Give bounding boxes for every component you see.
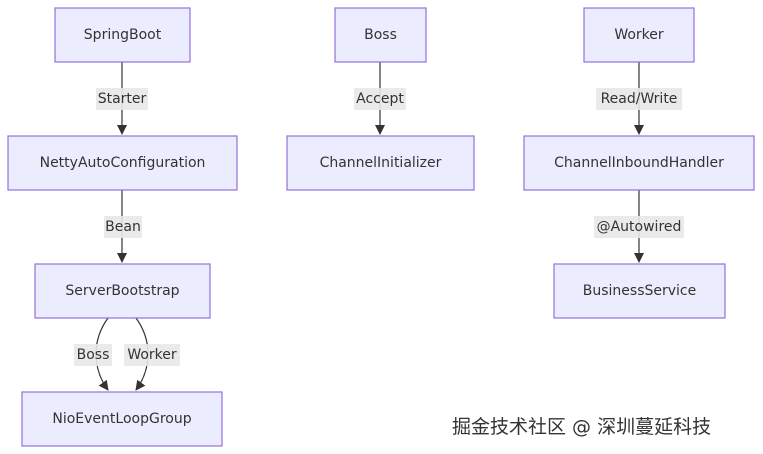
node-boss: Boss bbox=[334, 7, 427, 63]
edge-label-bean: Bean bbox=[104, 216, 142, 238]
watermark: 掘金技术社区 @ 深圳蔓延科技 bbox=[452, 416, 712, 438]
node-nio-event-loop-group-label: NioEventLoopGroup bbox=[52, 411, 191, 427]
edge-label-autowired: @Autowired bbox=[594, 216, 684, 238]
node-worker-label: Worker bbox=[614, 27, 664, 43]
node-boss-label: Boss bbox=[364, 27, 397, 43]
edge-label-accept: Accept bbox=[354, 88, 406, 110]
edge-label-read-write: Read/Write bbox=[596, 88, 682, 110]
node-worker: Worker bbox=[583, 7, 695, 63]
node-channel-initializer-label: ChannelInitializer bbox=[320, 155, 442, 171]
node-channel-inbound-handler: ChannelInboundHandler bbox=[523, 135, 755, 191]
node-channel-initializer: ChannelInitializer bbox=[286, 135, 475, 191]
node-business-service-label: BusinessService bbox=[583, 283, 696, 299]
edge-label-starter: Starter bbox=[96, 88, 148, 110]
node-server-bootstrap-label: ServerBootstrap bbox=[65, 283, 179, 299]
edge-label-worker-group: Worker bbox=[124, 344, 180, 366]
node-netty-auto-configuration: NettyAutoConfiguration bbox=[7, 135, 238, 191]
edges bbox=[95, 62, 644, 391]
node-netty-auto-configuration-label: NettyAutoConfiguration bbox=[40, 155, 206, 171]
edge-label-worker-group-text: Worker bbox=[127, 347, 177, 363]
edge-label-read-write-text: Read/Write bbox=[601, 91, 678, 107]
node-nio-event-loop-group: NioEventLoopGroup bbox=[21, 391, 223, 447]
edge-label-autowired-text: @Autowired bbox=[597, 219, 682, 235]
node-server-bootstrap: ServerBootstrap bbox=[34, 263, 211, 319]
edge-label-accept-text: Accept bbox=[356, 91, 404, 107]
edge-label-bean-text: Bean bbox=[105, 219, 141, 235]
nodes: SpringBoot NettyAutoConfiguration Server… bbox=[7, 7, 755, 447]
edge-label-boss-group-text: Boss bbox=[77, 347, 110, 363]
node-channel-inbound-handler-label: ChannelInboundHandler bbox=[554, 155, 724, 171]
node-business-service: BusinessService bbox=[553, 263, 726, 319]
edge-labels: Starter Bean Boss Worker Accept Read/Wri… bbox=[74, 88, 684, 366]
edge-label-boss-group: Boss bbox=[74, 344, 112, 366]
edge-label-starter-text: Starter bbox=[98, 91, 147, 107]
node-springboot-label: SpringBoot bbox=[84, 27, 162, 43]
node-springboot: SpringBoot bbox=[54, 7, 191, 63]
